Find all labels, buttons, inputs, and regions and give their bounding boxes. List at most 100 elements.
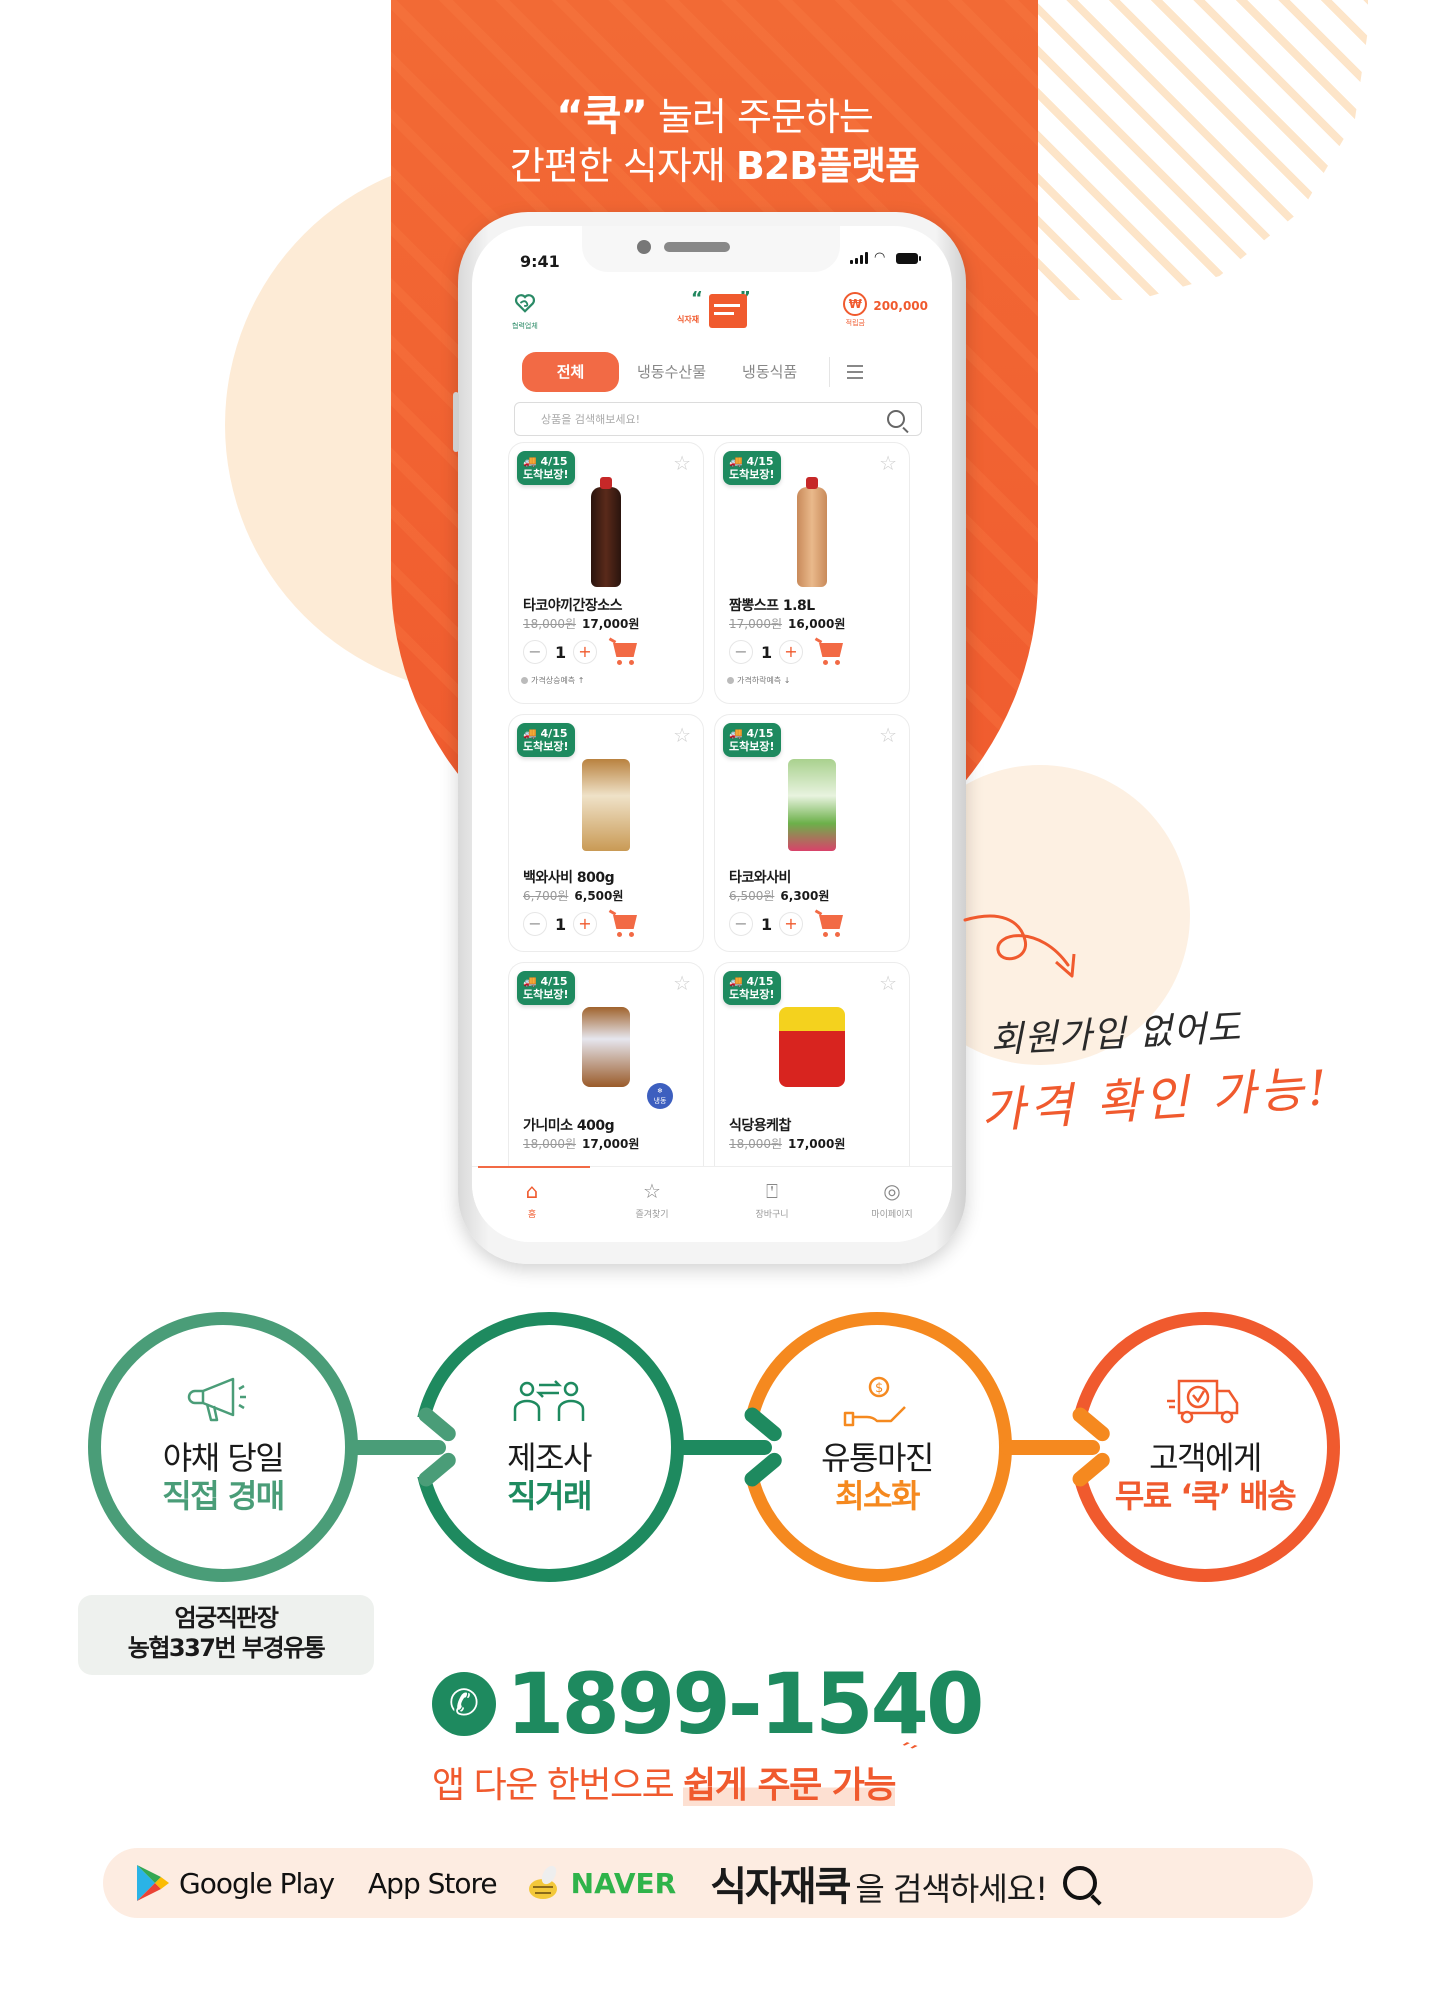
increase-button[interactable]: +	[779, 912, 803, 936]
increase-button[interactable]: +	[573, 912, 597, 936]
megaphone-icon	[187, 1377, 246, 1422]
home-icon: ⌂	[525, 1179, 539, 1203]
app-logo[interactable]: “ ” 식자재	[677, 290, 757, 334]
favorite-star-icon[interactable]: ☆	[879, 723, 897, 747]
wifi-icon: ◠	[874, 250, 886, 265]
curly-arrow-icon	[963, 914, 1076, 978]
original-price: 18,000원	[523, 617, 577, 631]
arrow-right-icon	[1000, 1404, 1113, 1490]
exchange-people-icon	[513, 1380, 585, 1421]
product-name: 가니미소 400g	[523, 1118, 615, 1134]
process-step-delivery: 고객에게 무료 ‘쿡’ 배송	[1070, 1312, 1340, 1582]
quantity-stepper: − 1 +	[523, 637, 639, 667]
shopping-bag-icon: ⍞	[766, 1179, 778, 1203]
decrease-button[interactable]: −	[729, 912, 753, 936]
quantity-stepper: − 1 +	[729, 909, 845, 939]
handwritten-note: 회원가입 없어도 가격 확인 가능!	[960, 910, 1333, 1140]
nav-mypage[interactable]: ◎ 마이페이지	[832, 1167, 952, 1242]
sale-price: 16,000원	[788, 617, 846, 631]
product-name: 식당용케찹	[729, 1118, 791, 1134]
delivery-truck-icon	[1167, 1379, 1239, 1424]
signal-icon	[850, 252, 868, 264]
decrease-button[interactable]: −	[729, 640, 753, 664]
svg-text:$: $	[875, 1381, 883, 1396]
background-stripes	[1038, 0, 1368, 300]
scroll-progress	[478, 1166, 590, 1168]
contact-phone[interactable]: ✆ 1899-1540	[432, 1662, 984, 1746]
favorite-star-icon[interactable]: ☆	[673, 723, 691, 747]
product-image	[582, 1007, 630, 1087]
naver-link[interactable]: NAVER	[523, 1865, 676, 1901]
product-name: 타코야끼간장소스	[523, 598, 623, 614]
nav-home[interactable]: ⌂ 홈	[472, 1167, 592, 1242]
tab-frozen-food[interactable]: 냉동식품	[742, 363, 798, 381]
quantity-value: 1	[761, 642, 773, 662]
quantity-stepper: − 1 +	[523, 909, 639, 939]
app-header: 협력업체 “ ” 식자재 ₩ 적립금 200,000	[472, 286, 952, 346]
logo-text: 식자재	[677, 315, 700, 324]
won-coin-icon: ₩	[843, 292, 868, 316]
phone-mockup: 9:41 ◠ 협력업체 “ ” 식자재 ₩ 적립금 200,000	[453, 212, 966, 1264]
menu-list-icon[interactable]	[830, 352, 880, 392]
phone-icon: ✆	[432, 1672, 496, 1736]
product-image	[788, 759, 836, 851]
google-play-link[interactable]: Google Play	[135, 1863, 335, 1903]
google-play-icon	[137, 1865, 169, 1901]
add-to-cart-icon[interactable]	[608, 637, 639, 667]
headline-line1: 눌러 주문하는	[646, 95, 874, 139]
sale-price: 17,000원	[788, 1137, 846, 1151]
add-to-cart-icon[interactable]	[608, 909, 639, 939]
favorite-star-icon[interactable]: ☆	[673, 971, 691, 995]
search-icon[interactable]	[887, 410, 905, 428]
product-image	[797, 477, 827, 587]
logo-mark	[709, 294, 747, 328]
app-store-link[interactable]: App Store	[368, 1866, 498, 1900]
tab-divider	[829, 357, 831, 387]
product-image	[582, 759, 630, 851]
quantity-value: 1	[555, 914, 567, 934]
original-price: 17,000원	[729, 617, 783, 631]
original-price: 6,500원	[729, 889, 775, 903]
sale-price: 17,000원	[582, 1137, 640, 1151]
search-icon[interactable]	[1063, 1866, 1098, 1900]
add-to-cart-icon[interactable]	[814, 909, 845, 939]
product-image	[779, 1007, 845, 1087]
tab-all[interactable]: 전체	[522, 352, 619, 392]
nav-cart[interactable]: ⍞ 장바구니	[712, 1167, 832, 1242]
original-price: 18,000원	[729, 1137, 783, 1151]
tab-frozen-seafood[interactable]: 냉동수산물	[637, 363, 707, 381]
market-tag: 엄궁직판장 농협337번 부경유통	[78, 1595, 374, 1675]
add-to-cart-icon[interactable]	[814, 637, 845, 667]
product-image	[591, 477, 621, 587]
points-balance[interactable]: ₩ 적립금 200,000	[843, 292, 928, 328]
increase-button[interactable]: +	[779, 640, 803, 664]
search-input[interactable]	[515, 403, 840, 435]
product-name: 백와사비 800g	[523, 870, 615, 886]
product-name: 타코와사비	[729, 870, 791, 886]
favorite-star-icon[interactable]: ☆	[879, 451, 897, 475]
frozen-snowflake-icon: ❄냉동	[647, 1083, 673, 1109]
headline: “쿡” 눌러 주문하는 간편한 식자재 B2B플랫폼	[391, 92, 1038, 191]
partner-button[interactable]: 협력업체	[512, 292, 538, 331]
decrease-button[interactable]: −	[523, 912, 547, 936]
quantity-stepper: − 1 +	[729, 637, 845, 667]
increase-button[interactable]: +	[573, 640, 597, 664]
search-keyword: 식자재쿡	[710, 1864, 851, 1910]
decrease-button[interactable]: −	[523, 640, 547, 664]
star-icon: ☆	[643, 1179, 661, 1203]
favorite-star-icon[interactable]: ☆	[673, 451, 691, 475]
favorite-star-icon[interactable]: ☆	[879, 971, 897, 995]
nav-favorites[interactable]: ☆ 즐겨찾기	[592, 1167, 712, 1242]
product-name: 짬뽕스프 1.8L	[729, 598, 815, 614]
